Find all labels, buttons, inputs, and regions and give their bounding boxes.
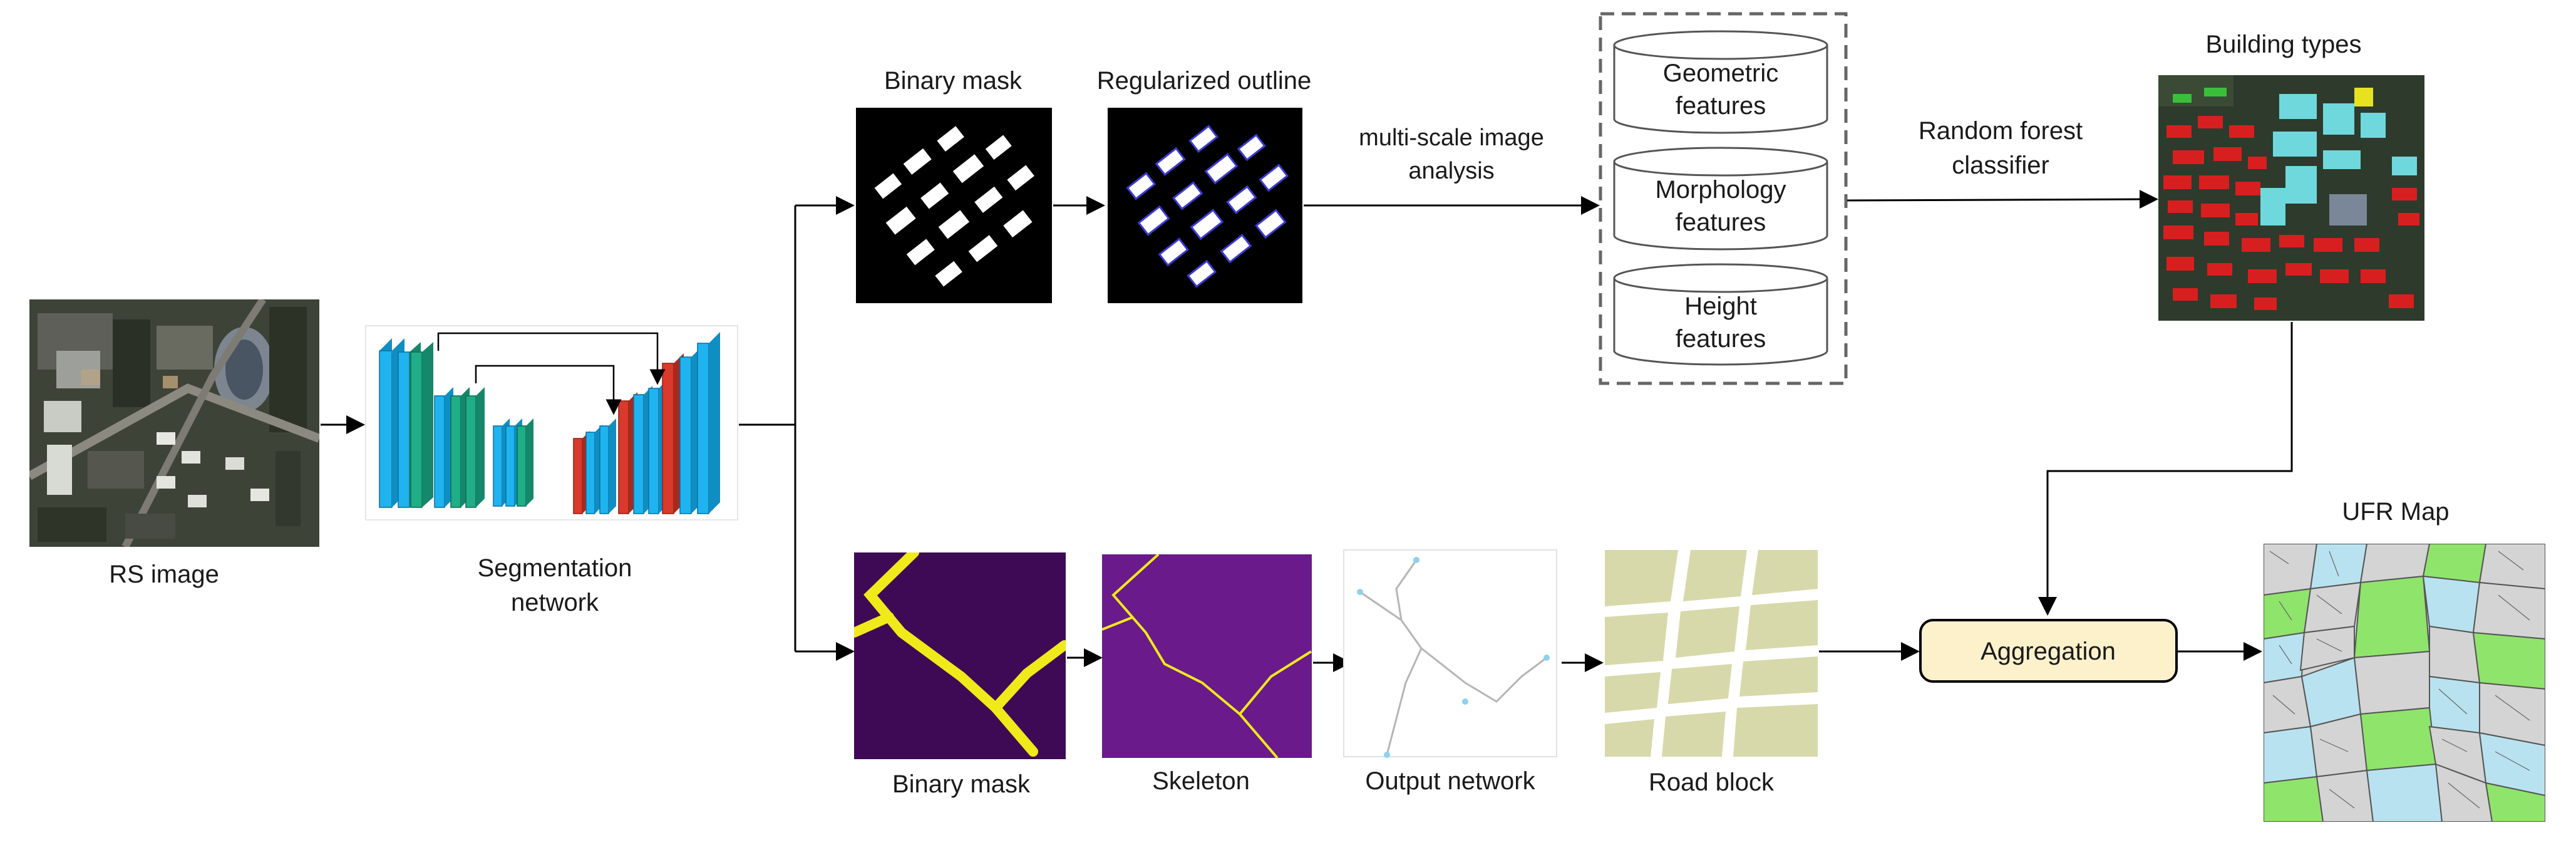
output-network-label: Output network (1365, 767, 1535, 795)
aggregation-box: Aggregation (1919, 619, 2178, 683)
arrow-building-types-to-aggregation (2038, 322, 2293, 616)
geometric-label-line1: Geometric (1663, 60, 1779, 87)
output-network-image (1343, 549, 1557, 758)
aggregation-label: Aggregation (1981, 638, 2116, 665)
skip-connections (437, 332, 666, 415)
multiscale-label-line1: multi-scale image (1359, 125, 1544, 151)
building-types-label: Building types (2205, 31, 2361, 58)
segmentation-network-icon (365, 325, 738, 521)
regularized-outline-image (1108, 108, 1302, 303)
road-binary-mask-image (854, 552, 1066, 759)
skeleton-image (1102, 554, 1312, 758)
binary-mask-top-image (856, 108, 1052, 303)
skeleton-label: Skeleton (1152, 767, 1250, 795)
morphology-label-line1: Morphology (1655, 176, 1786, 204)
height-features-cylinder: Height features (1613, 263, 1828, 366)
segmentation-label-line2: network (511, 589, 599, 616)
features-group-box (1599, 12, 1848, 385)
split-connector (739, 196, 855, 661)
binary-mask-top-label: Binary mask (884, 67, 1023, 95)
rs-image (29, 299, 319, 547)
encoder-layers (379, 338, 533, 508)
height-label-line2: features (1676, 325, 1766, 353)
segmentation-label-line1: Segmentation (478, 554, 632, 582)
ufr-map-image (2264, 544, 2545, 822)
ufr-map-label: UFR Map (2342, 498, 2449, 526)
morphology-features-cylinder: Morphology features (1613, 147, 1828, 251)
arrow-features-to-classifier (1847, 190, 2158, 209)
geometric-features-cylinder: Geometric features (1613, 30, 1828, 134)
geometric-label-line2: features (1676, 92, 1766, 120)
road-block-image (1605, 550, 1818, 757)
road-block-label: Road block (1649, 769, 1775, 796)
rs-image-label: RS image (109, 561, 219, 588)
road-binary-mask-label: Binary mask (892, 770, 1031, 798)
random-forest-label-line1: Random forest (1919, 117, 2083, 145)
building-types-image (2158, 75, 2424, 321)
decoder-layers (573, 332, 720, 514)
regularized-outline-label: Regularized outline (1097, 67, 1311, 95)
random-forest-label-line2: classifier (1952, 152, 2049, 179)
height-label-line1: Height (1684, 293, 1757, 320)
multiscale-label-line2: analysis (1408, 158, 1494, 184)
morphology-label-line2: features (1676, 209, 1766, 236)
